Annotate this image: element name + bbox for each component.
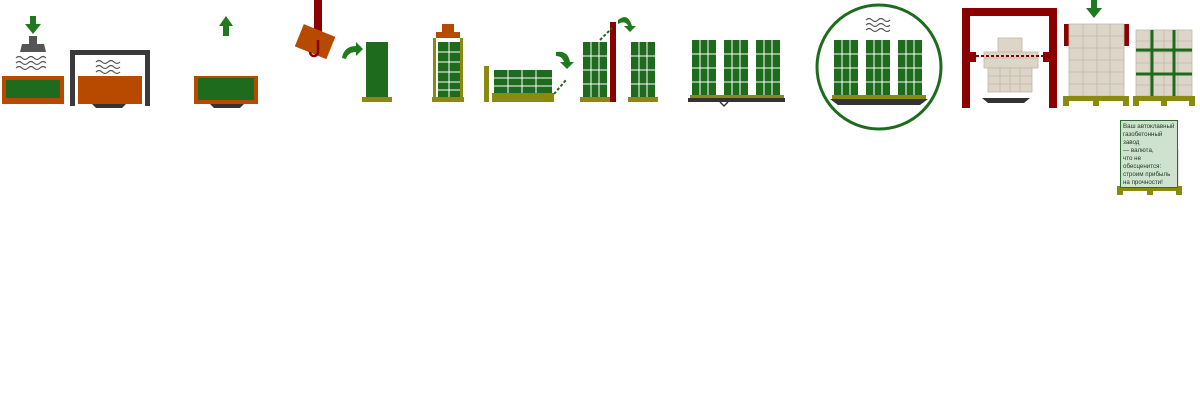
step-demolding bbox=[194, 16, 258, 108]
gripper-right bbox=[1124, 24, 1129, 46]
cutter-right-rail bbox=[460, 38, 463, 98]
slogan-line: — валюта, bbox=[1123, 147, 1154, 154]
rotate-arrow-icon bbox=[556, 51, 574, 69]
step-tilting bbox=[294, 0, 392, 102]
pallet bbox=[628, 97, 658, 102]
rotate-arrow-icon bbox=[618, 17, 636, 32]
tilt-line bbox=[599, 27, 613, 41]
steam-icon bbox=[95, 59, 121, 75]
cutter-top bbox=[442, 24, 454, 32]
pallet bbox=[1063, 96, 1129, 101]
hopper-neck bbox=[29, 36, 37, 44]
cutter-left-rail bbox=[433, 38, 436, 98]
chamber-left-wall bbox=[70, 50, 75, 106]
gantry-clamp-left bbox=[970, 52, 976, 62]
mix-stream bbox=[15, 55, 47, 71]
step-autoclave bbox=[815, 3, 943, 131]
mold-base bbox=[210, 104, 244, 108]
slogan-line: что не обесценится: bbox=[1123, 155, 1162, 170]
mold bbox=[78, 76, 142, 104]
cart-blocks bbox=[692, 40, 780, 96]
step-loading-cart bbox=[688, 40, 785, 108]
cutter-head bbox=[436, 32, 460, 38]
pallet bbox=[580, 97, 610, 102]
step-unloading bbox=[962, 8, 1057, 108]
pallet bbox=[432, 97, 464, 102]
gantry-beam bbox=[962, 8, 1057, 16]
separator-post bbox=[610, 22, 616, 102]
unload-cart bbox=[982, 98, 1030, 103]
pallet bbox=[832, 95, 926, 99]
circle-highlight-icon bbox=[815, 3, 943, 131]
step-cutting bbox=[432, 24, 464, 102]
cake bbox=[198, 78, 254, 100]
step-separating bbox=[580, 17, 658, 102]
block-stack-left bbox=[583, 42, 607, 98]
step-horizontal-cut bbox=[484, 51, 574, 102]
step-strapping bbox=[1133, 29, 1195, 106]
slogan-line: газобетонный завод bbox=[1123, 131, 1163, 146]
slogan-line: на прочности! bbox=[1123, 179, 1163, 186]
cart-wheel bbox=[719, 101, 729, 108]
stop-post bbox=[484, 66, 489, 102]
slogan-line: Ваш автоклавный bbox=[1123, 123, 1175, 130]
gantry-clamp-right bbox=[1043, 52, 1049, 62]
gripper-left bbox=[1064, 24, 1069, 46]
down-arrow-icon bbox=[1086, 0, 1102, 18]
slogan-line: строим прибыль bbox=[1123, 171, 1171, 178]
gripped-blocks bbox=[976, 37, 1044, 93]
pallet bbox=[1133, 96, 1195, 101]
block-stack-right bbox=[631, 42, 655, 98]
crane-arm bbox=[314, 0, 322, 40]
autoclave-cart bbox=[830, 99, 928, 105]
hopper bbox=[20, 44, 46, 52]
step-rising bbox=[70, 50, 150, 108]
autoclave-blocks bbox=[834, 40, 922, 96]
mold bbox=[294, 24, 336, 60]
gantry-left-leg bbox=[962, 8, 970, 108]
cut-blocks bbox=[438, 42, 460, 98]
cart-base bbox=[688, 98, 785, 102]
pallet bbox=[362, 97, 392, 102]
mold-base bbox=[92, 104, 126, 108]
rotate-arrow-icon bbox=[342, 42, 363, 59]
tilt-line bbox=[553, 79, 567, 95]
mass-in-mold bbox=[6, 80, 60, 98]
step-stacking bbox=[1063, 0, 1129, 106]
cake-horizontal bbox=[494, 70, 552, 94]
slogan-sign: Ваш автоклавный газобетонный завод — вал… bbox=[1120, 120, 1178, 188]
steam-icon bbox=[865, 17, 891, 33]
pallet bbox=[492, 93, 554, 102]
step-pouring bbox=[2, 16, 64, 104]
chamber-roof bbox=[70, 50, 150, 55]
chamber-right-wall bbox=[145, 50, 150, 106]
down-arrow-icon bbox=[25, 16, 41, 34]
cake-standing bbox=[366, 42, 388, 98]
crane-hook bbox=[308, 40, 320, 58]
up-arrow-icon bbox=[219, 16, 233, 36]
pallet bbox=[690, 95, 784, 99]
straps bbox=[1136, 30, 1192, 96]
gantry-right-leg bbox=[1049, 8, 1057, 108]
